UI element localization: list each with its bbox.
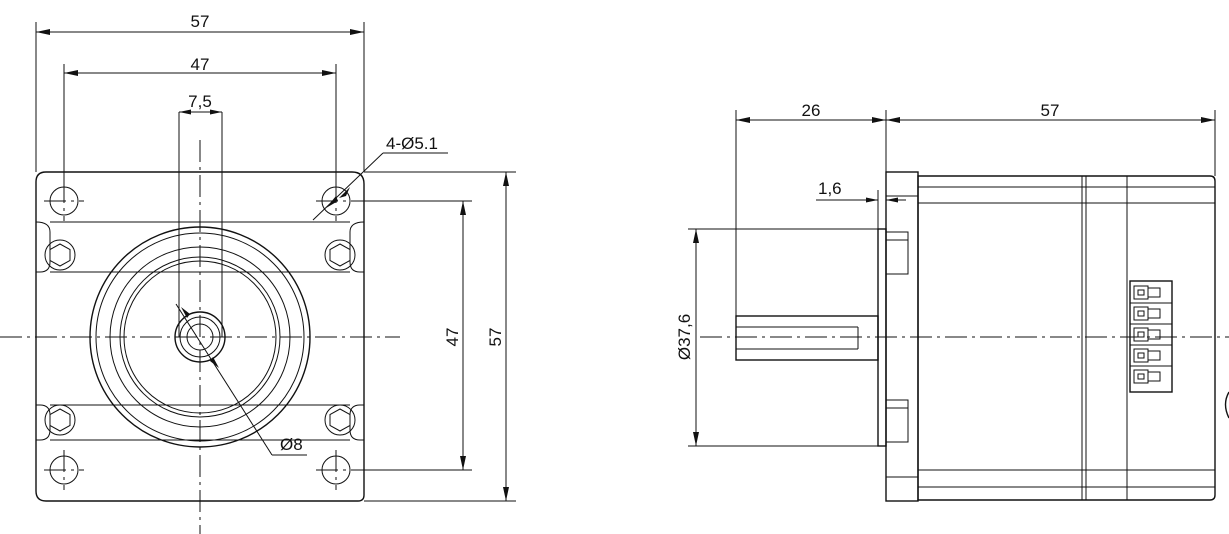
- dim-shaft-length-label: 26: [802, 101, 821, 120]
- dim-shaft-diameter-label: Ø8: [280, 435, 303, 454]
- dim-flange-thickness-label: 1,6: [818, 179, 842, 198]
- front-view: 57 47 7,5 4-Ø5.1: [0, 12, 516, 534]
- motor-body: [917, 175, 1216, 501]
- dim-hole-spacing-width-label: 47: [191, 55, 210, 74]
- dim-pilot-diameter-label: Ø37,6: [675, 314, 694, 360]
- dim-shaft-length: 26: [735, 101, 887, 316]
- connector: [1129, 280, 1173, 393]
- hex-screws: [44, 239, 356, 436]
- dim-overall-width: 57: [35, 12, 365, 172]
- dim-flange-thickness: 1,6: [816, 179, 906, 229]
- front-rings: [89, 226, 311, 448]
- dim-overall-width-label: 57: [191, 12, 210, 31]
- front-body-outline: [35, 171, 365, 502]
- shaft-front: [174, 112, 226, 363]
- front-left-profile: [35, 221, 51, 441]
- dim-shaft-flat-label: 7,5: [188, 92, 212, 111]
- dim-shaft-diameter: Ø8: [175, 303, 307, 456]
- dim-body-length-label: 57: [1041, 101, 1060, 120]
- dim-mounting-holes: 4-Ø5.1: [312, 134, 448, 221]
- dim-overall-height: 57: [364, 171, 516, 502]
- dim-mounting-holes-label: 4-Ø5.1: [386, 134, 438, 153]
- dim-body-length: 57: [886, 101, 1216, 176]
- dim-hole-spacing-width: 47: [63, 55, 337, 182]
- front-top-profile: [50, 221, 350, 441]
- dim-pilot-diameter: Ø37,6: [675, 228, 878, 447]
- dim-hole-spacing-height-label: 47: [443, 328, 462, 347]
- dim-overall-height-label: 57: [486, 328, 505, 347]
- dim-hole-spacing-height: 47: [352, 200, 472, 471]
- shaft-side: [735, 315, 879, 361]
- cable-stub: [1224, 391, 1229, 419]
- front-right-profile: [349, 221, 365, 441]
- side-view: 26 57 1,6 Ø37,6: [675, 101, 1229, 502]
- dim-shaft-flat: 7,5: [179, 92, 222, 115]
